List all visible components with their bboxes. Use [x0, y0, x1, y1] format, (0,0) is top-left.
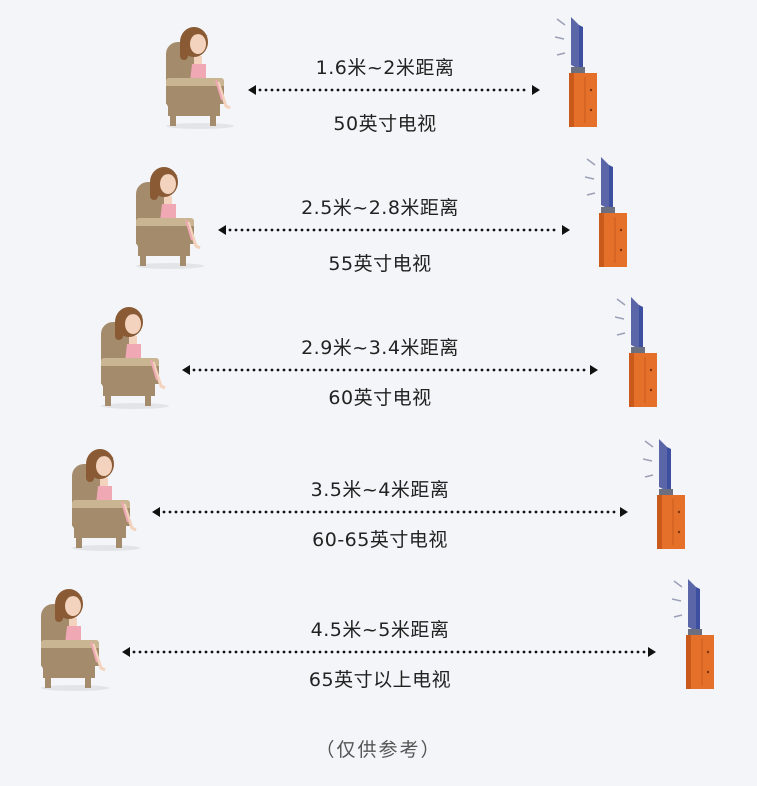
tv-size-label: 50英寸电视 — [333, 113, 437, 135]
footnote: （仅供参考） — [315, 739, 442, 761]
person-on-sofa-icon — [35, 582, 113, 692]
television-icon — [671, 577, 718, 692]
distance-row: 1.6米~2米距离 50英寸电视 — [0, 15, 757, 145]
tv-size-label: 60英寸电视 — [328, 387, 432, 409]
double-arrow-icon — [182, 362, 598, 376]
television-icon — [584, 155, 631, 270]
distance-label: 1.6米~2米距离 — [315, 57, 455, 79]
distance-row: 2.5米~2.8米距离 55英寸电视 — [0, 155, 757, 285]
distance-label: 4.5米~5米距离 — [310, 619, 450, 641]
double-arrow-icon — [152, 504, 628, 518]
person-on-sofa-icon — [160, 20, 238, 130]
person-on-sofa-icon — [95, 300, 173, 410]
distance-label: 3.5米~4米距离 — [310, 479, 450, 501]
double-arrow-icon — [122, 644, 656, 658]
television-icon — [642, 437, 689, 552]
person-on-sofa-icon — [66, 442, 144, 552]
television-icon — [554, 15, 601, 130]
double-arrow-icon — [248, 82, 540, 96]
person-on-sofa-icon — [130, 160, 208, 270]
distance-row: 3.5米~4米距离 60-65英寸电视 — [0, 437, 757, 567]
distance-label: 2.9米~3.4米距离 — [301, 337, 459, 359]
distance-row: 2.9米~3.4米距离 60英寸电视 — [0, 295, 757, 425]
tv-size-label: 65英寸以上电视 — [308, 669, 452, 691]
tv-size-label: 55英寸电视 — [328, 253, 432, 275]
double-arrow-icon — [218, 222, 570, 236]
distance-label: 2.5米~2.8米距离 — [301, 197, 459, 219]
distance-row: 4.5米~5米距离 65英寸以上电视 — [0, 577, 757, 707]
television-icon — [614, 295, 661, 410]
tv-size-label: 60-65英寸电视 — [312, 529, 448, 551]
